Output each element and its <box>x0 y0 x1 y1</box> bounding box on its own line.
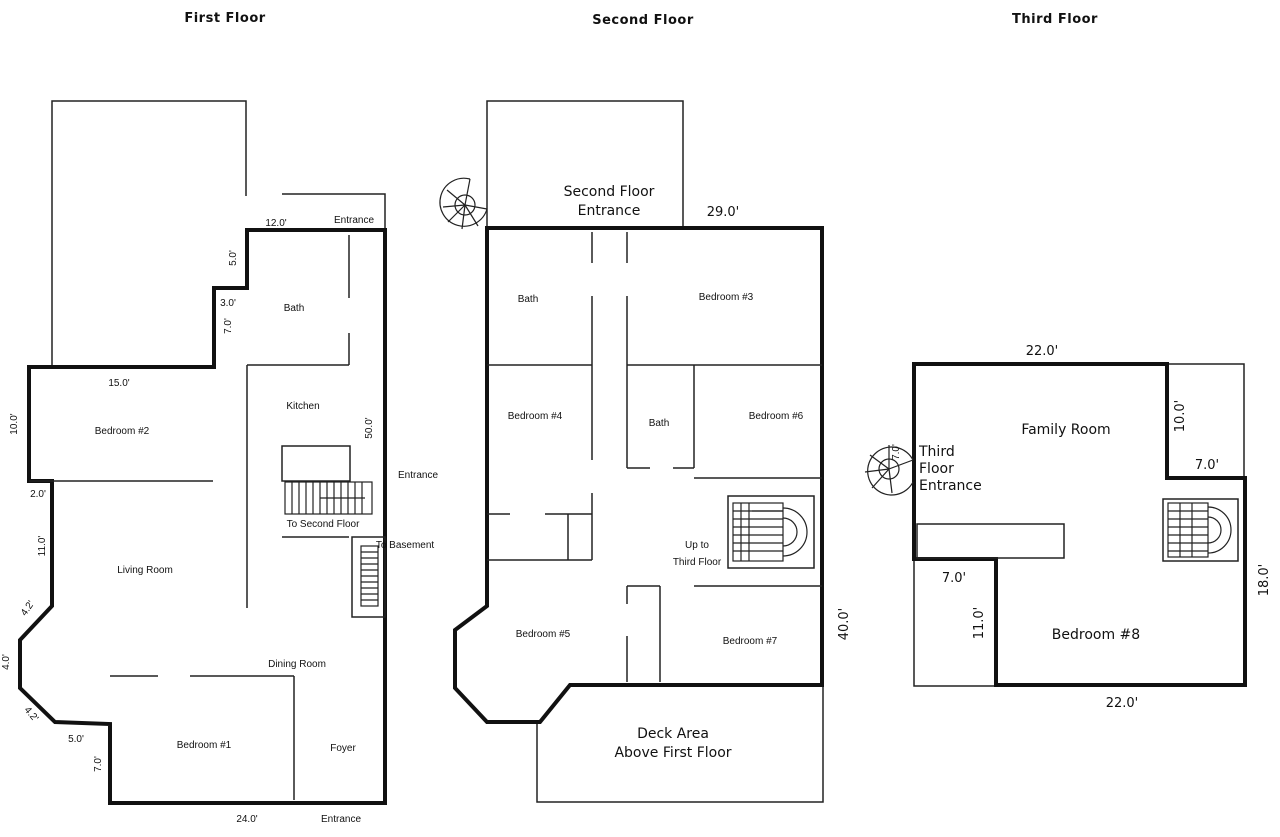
dimension-label: 15.0' <box>108 378 129 389</box>
dimension-label: 5.0' <box>68 734 84 745</box>
dimension-label: 5.0' <box>228 250 239 266</box>
room-label-bedroom-3: Bedroom #3 <box>699 292 754 303</box>
third-floor-counter <box>916 523 1065 559</box>
room-label-bedroom-5: Bedroom #5 <box>516 629 571 640</box>
label-up-to-third-line1: Up to <box>685 540 709 551</box>
room-label-bedroom-4: Bedroom #4 <box>508 411 563 422</box>
deck-area-outline <box>536 687 824 803</box>
label-second-floor-entrance-line1: Second Floor <box>564 184 655 200</box>
second-floor-spiral-stair <box>439 177 488 230</box>
second-floor-stairs-up <box>727 495 815 569</box>
dimension-label: 7.0' <box>1195 458 1219 473</box>
dimension-label: 10.0' <box>9 413 20 434</box>
dimension-label: 18.0' <box>1257 564 1272 597</box>
room-label-bedroom-7: Bedroom #7 <box>723 636 778 647</box>
third-floor-spiral-stair <box>864 445 914 496</box>
dimension-label: 7.0' <box>223 318 234 334</box>
first-floor-exterior-wall <box>18 228 387 805</box>
second-floor-exterior-wall <box>453 226 824 724</box>
room-label-bedroom-2: Bedroom #2 <box>95 426 150 437</box>
room-label-bath: Bath <box>284 303 305 314</box>
room-label-living-room: Living Room <box>117 565 173 576</box>
label-up-to-third-line2: Third Floor <box>673 557 722 568</box>
dimension-label: 40.0' <box>837 608 852 641</box>
dimension-label: 4.2' <box>19 599 37 618</box>
third-floor-title: Third Floor <box>1012 12 1098 27</box>
dimension-label: 50.0' <box>364 417 375 438</box>
dimension-label: 22.0' <box>1106 696 1139 711</box>
label-entrance-side: Entrance <box>398 470 438 481</box>
room-label-bath: Bath <box>649 418 670 429</box>
first-floor-title: First Floor <box>184 11 265 26</box>
dimension-label: 10.0' <box>1173 400 1188 433</box>
dimension-label: 3.0' <box>220 298 236 309</box>
label-third-floor-entrance-line2: Floor <box>919 461 954 477</box>
room-label-bedroom-8: Bedroom #8 <box>1052 627 1140 643</box>
dimension-label: 7.0' <box>942 571 966 586</box>
first-floor-entrance-porch <box>282 193 386 230</box>
first-floor-stairs-up <box>284 481 373 515</box>
first-floor-plan: Bath Kitchen Bedroom #2 Living Room Dini… <box>1 100 438 825</box>
room-label-foyer: Foyer <box>330 743 356 754</box>
dimension-label: 2.0' <box>30 489 46 500</box>
label-deck-area-line2: Above First Floor <box>614 745 731 761</box>
first-floor-stair-landing <box>281 445 351 482</box>
first-floor-upper-outline <box>51 100 247 365</box>
room-label-dining-room: Dining Room <box>268 659 326 670</box>
first-floor-stairs-basement <box>351 536 386 618</box>
third-floor-exterior-wall <box>912 362 1247 687</box>
room-label-bedroom-6: Bedroom #6 <box>749 411 804 422</box>
dimension-label: 24.0' <box>236 814 257 825</box>
label-to-second-floor: To Second Floor <box>287 519 360 530</box>
third-floor-lower-outline <box>913 560 994 687</box>
dimension-label: 4.0' <box>1 654 12 670</box>
label-entrance-top: Entrance <box>334 215 374 226</box>
room-label-bedroom-1: Bedroom #1 <box>177 740 232 751</box>
third-floor-stairs <box>1162 498 1239 562</box>
third-floor-balcony-outline <box>1167 363 1245 476</box>
dimension-label: 22.0' <box>1026 344 1059 359</box>
label-deck-area-line1: Deck Area <box>637 726 709 742</box>
second-floor-title: Second Floor <box>592 13 694 28</box>
label-entrance-bottom: Entrance <box>321 814 361 825</box>
dimension-label: 29.0' <box>707 205 740 220</box>
room-label-kitchen: Kitchen <box>286 401 319 412</box>
dimension-label: 11.0' <box>37 536 48 557</box>
dimension-label: 7.0' <box>93 756 104 772</box>
room-label-bath: Bath <box>518 294 539 305</box>
third-floor-plan: Family Room Bedroom #8 Third Floor Entra… <box>864 344 1272 711</box>
dimension-label: 12.0' <box>265 218 286 229</box>
second-floor-entrance-area <box>486 100 684 228</box>
dimension-label: 11.0' <box>972 607 987 640</box>
label-second-floor-entrance-line2: Entrance <box>578 203 641 219</box>
label-to-basement: To Basement <box>376 540 435 551</box>
dimension-label: 7.0' <box>891 444 902 460</box>
label-third-floor-entrance-line3: Entrance <box>919 478 982 494</box>
label-third-floor-entrance-line1: Third <box>918 444 955 460</box>
room-label-family-room: Family Room <box>1021 422 1110 438</box>
second-floor-plan: Bath Bedroom #3 Bedroom #4 Bath Bedroom … <box>439 100 852 803</box>
